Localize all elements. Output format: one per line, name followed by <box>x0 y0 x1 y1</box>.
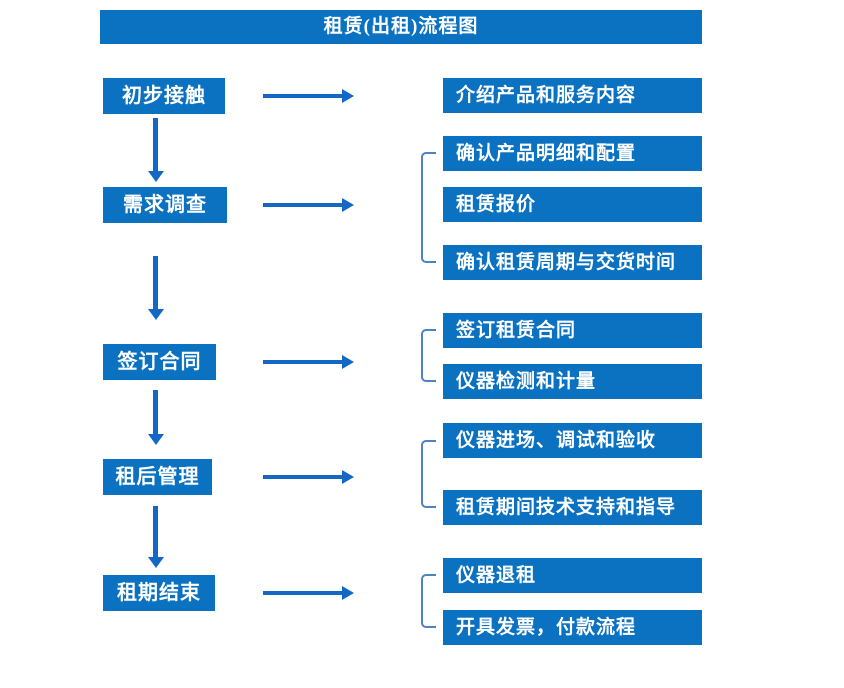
detail-box-sign-rental-contract: 签订租赁合同 <box>443 313 702 348</box>
arrow-right-3 <box>263 360 342 364</box>
detail-box-invoice-payment: 开具发票，付款流程 <box>443 610 702 645</box>
detail-box-confirm-rental-period: 确认租赁周期与交货时间 <box>443 245 702 280</box>
arrow-right-1 <box>263 94 342 98</box>
arrow-right-5 <box>263 591 342 595</box>
arrow-right-2 <box>263 203 342 207</box>
detail-box-tech-support: 租赁期间技术支持和指导 <box>443 490 702 525</box>
bracket-group-post-rental <box>421 440 436 508</box>
bracket-group-rental-end <box>421 574 436 628</box>
arrow-right-4 <box>263 475 342 479</box>
step-box-rental-end: 租期结束 <box>103 575 215 611</box>
detail-box-instrument-setup-acceptance: 仪器进场、调试和验收 <box>443 423 702 458</box>
detail-box-instrument-inspection: 仪器检测和计量 <box>443 364 702 399</box>
detail-box-intro-products: 介绍产品和服务内容 <box>443 78 702 113</box>
step-box-post-rental-management: 租后管理 <box>103 459 212 495</box>
bracket-group-demand-survey <box>421 152 436 263</box>
arrow-down-4 <box>153 506 158 557</box>
step-box-initial-contact: 初步接触 <box>103 78 225 114</box>
arrow-down-3 <box>153 390 158 434</box>
bracket-group-sign-contract <box>421 329 436 382</box>
step-box-sign-contract: 签订合同 <box>103 344 216 380</box>
arrow-down-2 <box>153 256 158 309</box>
step-box-demand-survey: 需求调查 <box>103 187 227 223</box>
flowchart-title: 租赁(出租)流程图 <box>100 10 702 44</box>
detail-box-confirm-product-details: 确认产品明细和配置 <box>443 136 702 171</box>
arrow-down-1 <box>153 118 158 171</box>
detail-box-rental-quote: 租赁报价 <box>443 187 702 222</box>
detail-box-instrument-return: 仪器退租 <box>443 558 702 593</box>
